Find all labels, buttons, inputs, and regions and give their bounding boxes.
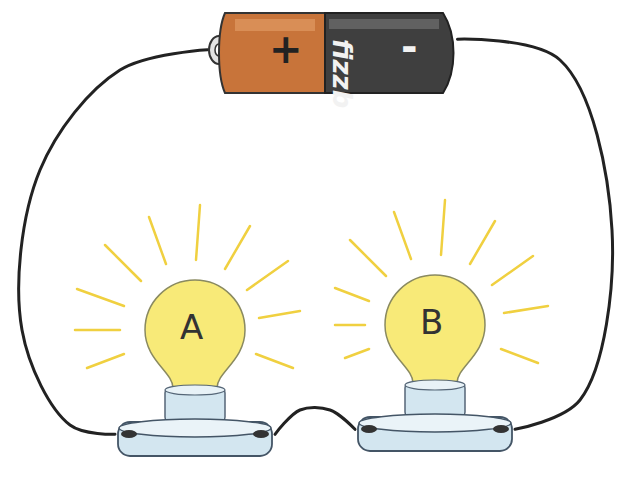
holder-top [359,414,511,432]
holder-terminal [361,425,377,433]
ray [350,240,386,276]
ray [345,349,369,358]
ray [441,200,445,255]
ray [259,311,300,318]
ray [504,306,548,313]
ray [470,221,495,264]
base-rim [165,385,225,395]
ray [225,226,250,269]
battery-copper-end [219,13,325,93]
bulb-glass [145,280,245,388]
battery-marking: + [269,29,303,69]
holder-terminal [253,430,269,438]
ray [87,354,124,368]
wire [275,407,355,434]
holder-terminal [493,425,509,433]
ray [335,324,365,327]
ray [77,289,124,306]
holder-top [119,419,271,437]
ray [335,288,369,301]
bulb-shape [355,255,515,465]
wire [457,39,612,429]
ray [247,261,288,290]
bulb-shape [115,260,275,470]
battery-marking: - [401,27,418,67]
bulb-label: B [420,305,443,339]
ray [196,205,200,260]
ray [394,212,411,259]
ray [256,354,293,368]
ray [501,349,538,363]
bulb-glass [385,275,485,383]
ray [492,256,533,285]
battery-marking: fizzb [329,39,355,108]
holder-terminal [121,430,137,438]
battery: +fizzb- [205,5,460,100]
light-bulb: A [115,260,275,470]
ray [75,329,120,332]
base-rim [405,380,465,390]
bulb-label: A [180,310,203,344]
ray [105,245,141,281]
battery-highlight [329,19,439,29]
ray [149,217,166,264]
light-bulb: B [355,255,515,465]
